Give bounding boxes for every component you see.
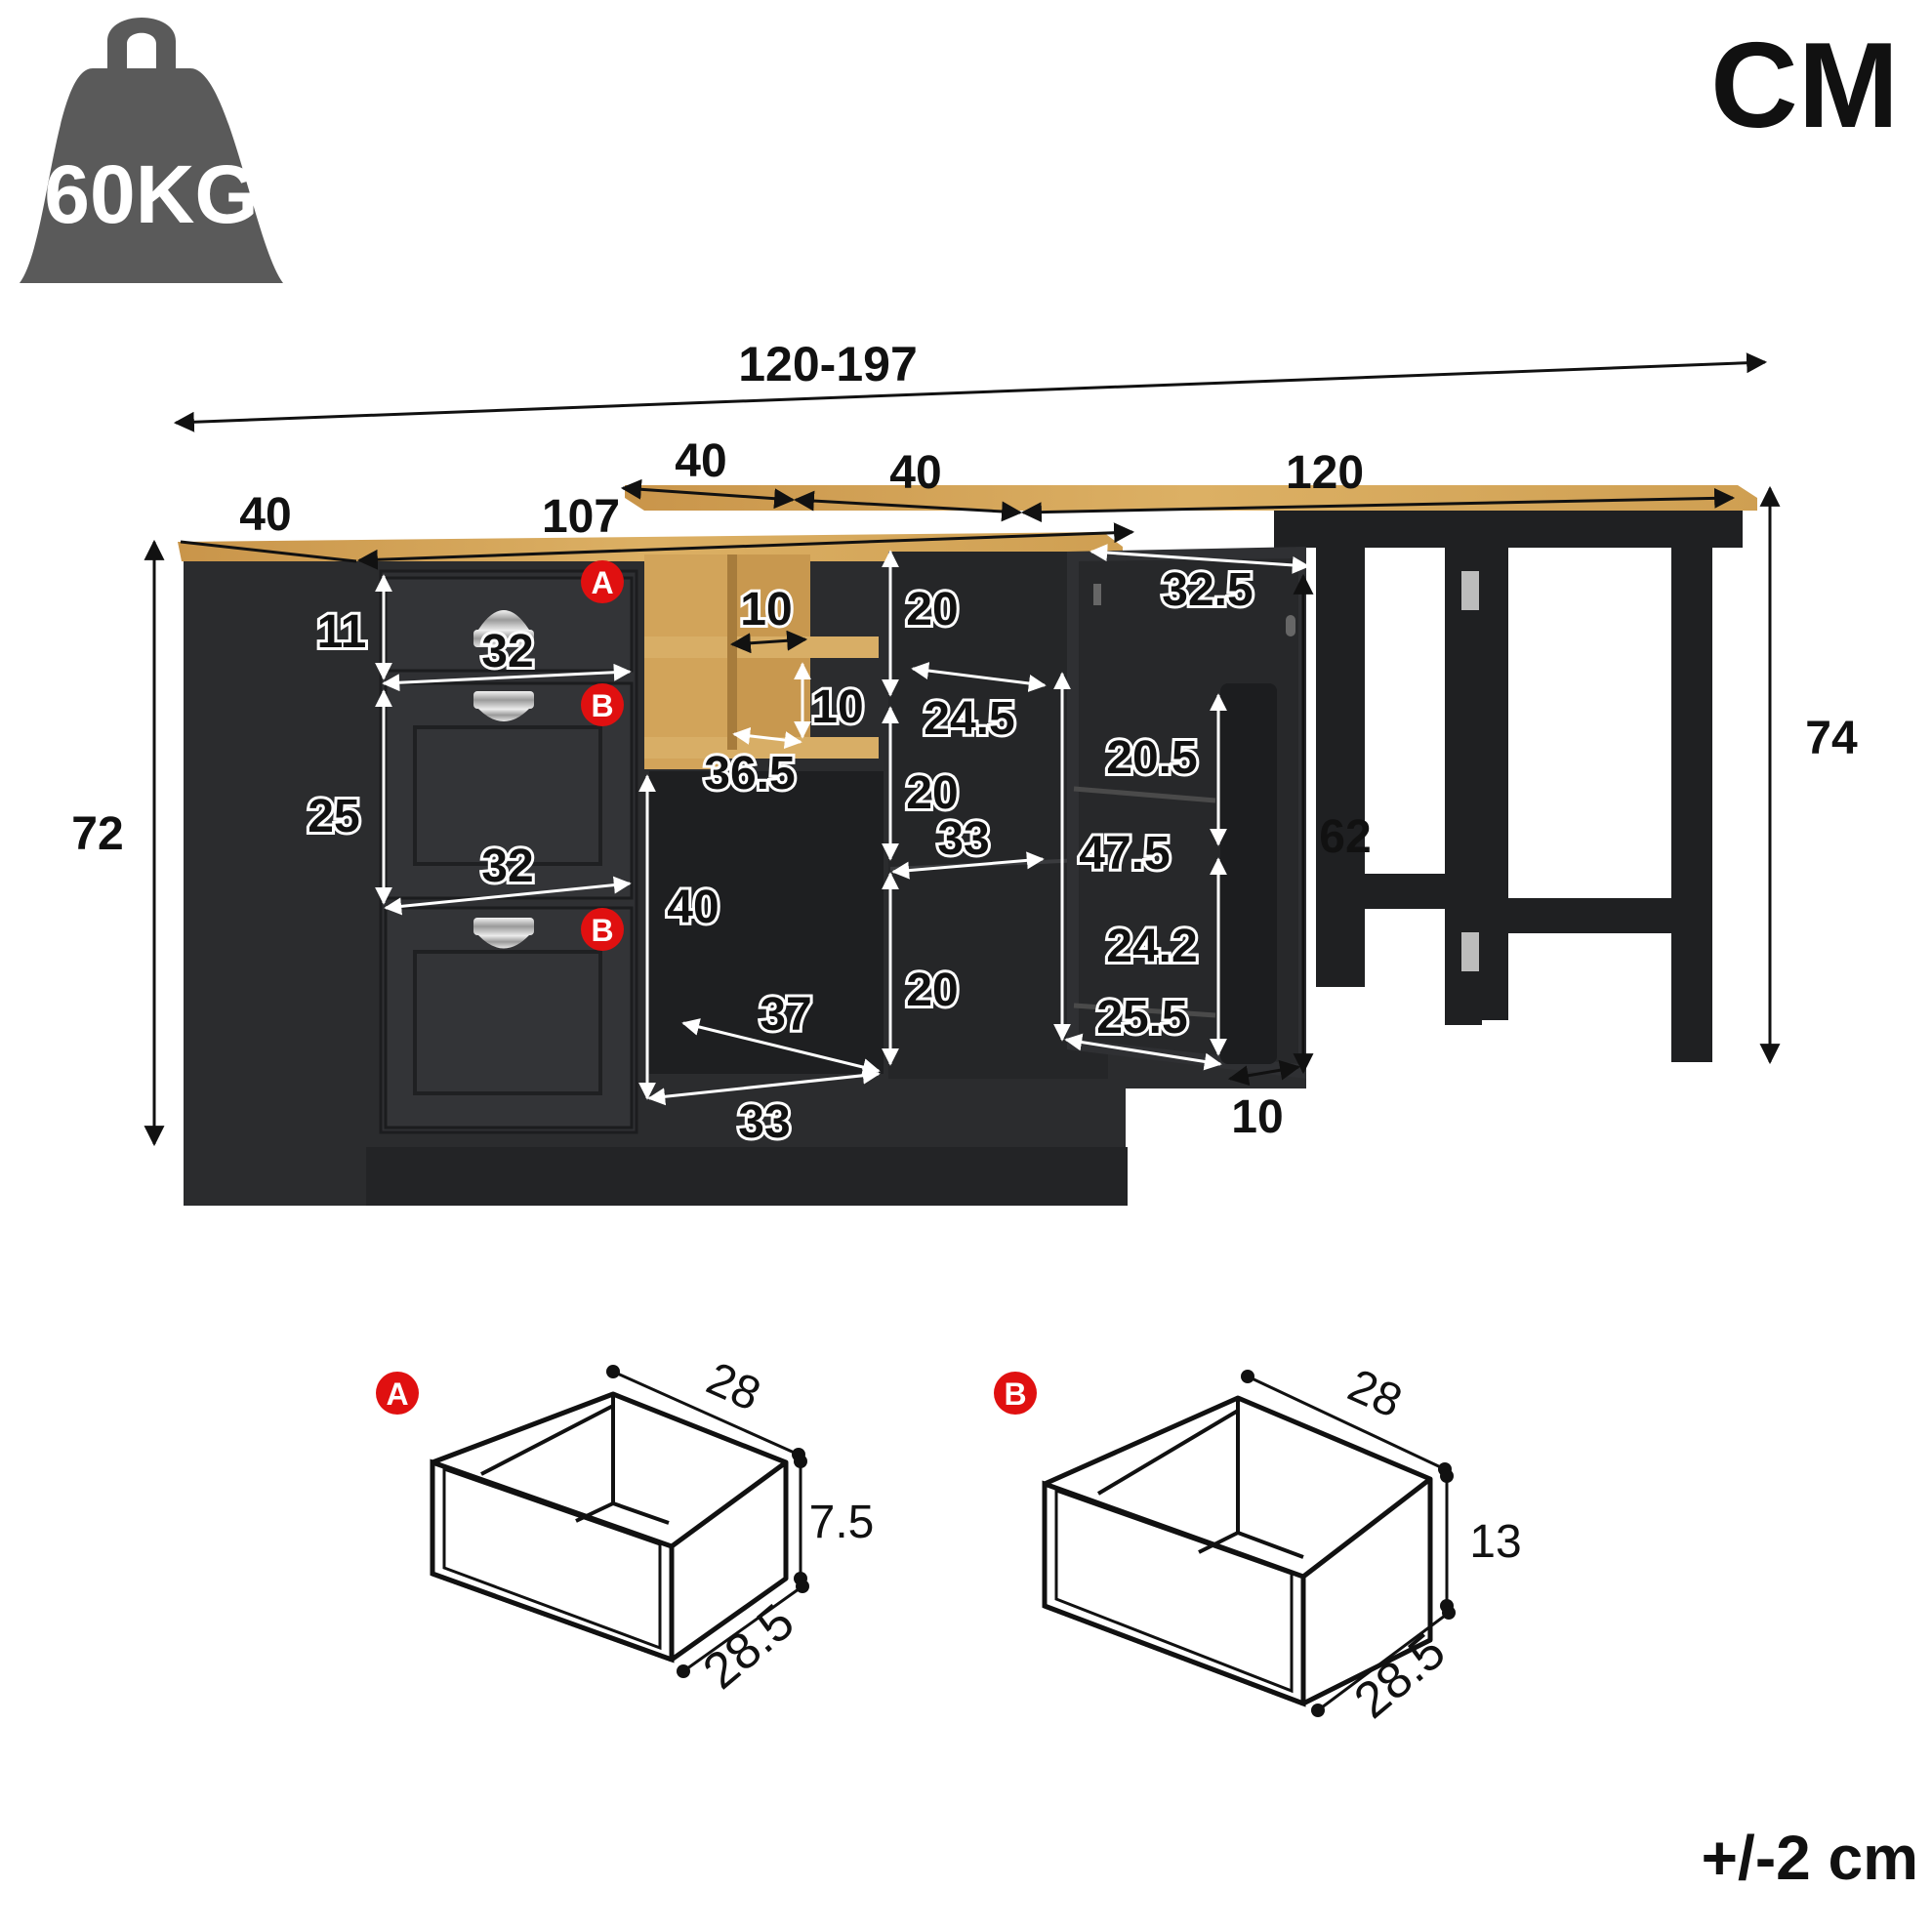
dim-center-mid-height: 20 bbox=[906, 767, 958, 819]
drawer-marker-b: B bbox=[581, 683, 624, 726]
dim-door-lower-height: 24.2 bbox=[1106, 921, 1197, 972]
kettlebell-weight-icon: 60KG bbox=[20, 18, 283, 283]
dim-center-width: 33 bbox=[937, 813, 989, 865]
drawer-b-height: 13 bbox=[1469, 1516, 1521, 1568]
overall-width-label: 120-197 bbox=[738, 337, 918, 391]
drawer-marker-b: B bbox=[581, 908, 624, 951]
dim-door-depth: 10 bbox=[1231, 1091, 1283, 1143]
drawer-marker-a-label: A bbox=[591, 565, 613, 600]
dim-cubby-depth: 36.5 bbox=[704, 748, 795, 800]
dim-center-upper-height: 20 bbox=[906, 584, 958, 636]
drawer-b-marker: B bbox=[1004, 1376, 1026, 1412]
dim-cubby-width: 10 bbox=[740, 584, 792, 636]
drawer-marker-b-label: B bbox=[591, 688, 613, 723]
dim-drawer-b-width: 32 bbox=[481, 841, 533, 892]
dim-open-shelf-depth: 37 bbox=[760, 989, 811, 1041]
dim-cubby-height: 10 bbox=[811, 681, 863, 733]
dim-center-lower-height: 20 bbox=[906, 965, 958, 1016]
dim-drawer-a-width: 32 bbox=[481, 626, 533, 678]
drawer-b-detail: B 28 13 28.5 bbox=[994, 1360, 1522, 1730]
dim-door-shelf-width: 25.5 bbox=[1096, 992, 1187, 1044]
drawer-a-marker: A bbox=[386, 1376, 408, 1412]
dim-open-shelf-height: 40 bbox=[667, 882, 719, 933]
unit-label: CM bbox=[1710, 19, 1899, 153]
cup-pull-handle-icon bbox=[473, 610, 534, 647]
drawer-marker-a: A bbox=[581, 560, 624, 603]
dim-center-depth: 24.5 bbox=[924, 693, 1014, 745]
dim-cabinet-depth: 40 bbox=[239, 489, 291, 541]
cup-pull-handle-icon bbox=[473, 918, 534, 949]
dim-door-shelf-height: 20.5 bbox=[1106, 732, 1197, 784]
cup-pull-handle-icon bbox=[473, 691, 534, 721]
weight-label: 60KG bbox=[44, 148, 258, 240]
dim-drawer-b-height: 25 bbox=[308, 791, 359, 842]
dimension-labels: 40 107 40 40 120 72 74 11 32 25 32 10 10… bbox=[71, 435, 1858, 1151]
dim-desk-depth-right: 40 bbox=[889, 447, 941, 499]
dim-door-inner-height: 47.5 bbox=[1079, 828, 1170, 880]
drawer-a-width: 28 bbox=[699, 1353, 767, 1421]
dim-open-shelf-width: 33 bbox=[738, 1096, 790, 1148]
dim-desk-height: 74 bbox=[1805, 713, 1858, 764]
tolerance-label: +/-2 cm bbox=[1702, 1823, 1918, 1893]
drawer-a-height: 7.5 bbox=[809, 1497, 875, 1548]
overall-width-dimension: 120-197 bbox=[173, 337, 1768, 432]
drawer-marker-b-label: B bbox=[591, 913, 613, 948]
drawer-a-detail: A 28 7.5 28.5 bbox=[376, 1353, 874, 1701]
dim-door-width: 32.5 bbox=[1162, 564, 1253, 616]
dim-cabinet-height: 72 bbox=[71, 808, 123, 860]
dim-desk-depth-left: 40 bbox=[675, 435, 726, 487]
dim-desk-width: 120 bbox=[1286, 447, 1364, 499]
dim-cabinet-width: 107 bbox=[542, 491, 620, 543]
dim-door-height: 62 bbox=[1319, 811, 1371, 863]
drawer-b-width: 28 bbox=[1340, 1360, 1409, 1428]
dimension-lines bbox=[144, 478, 1781, 1147]
dim-drawer-a-height: 11 bbox=[317, 606, 367, 658]
